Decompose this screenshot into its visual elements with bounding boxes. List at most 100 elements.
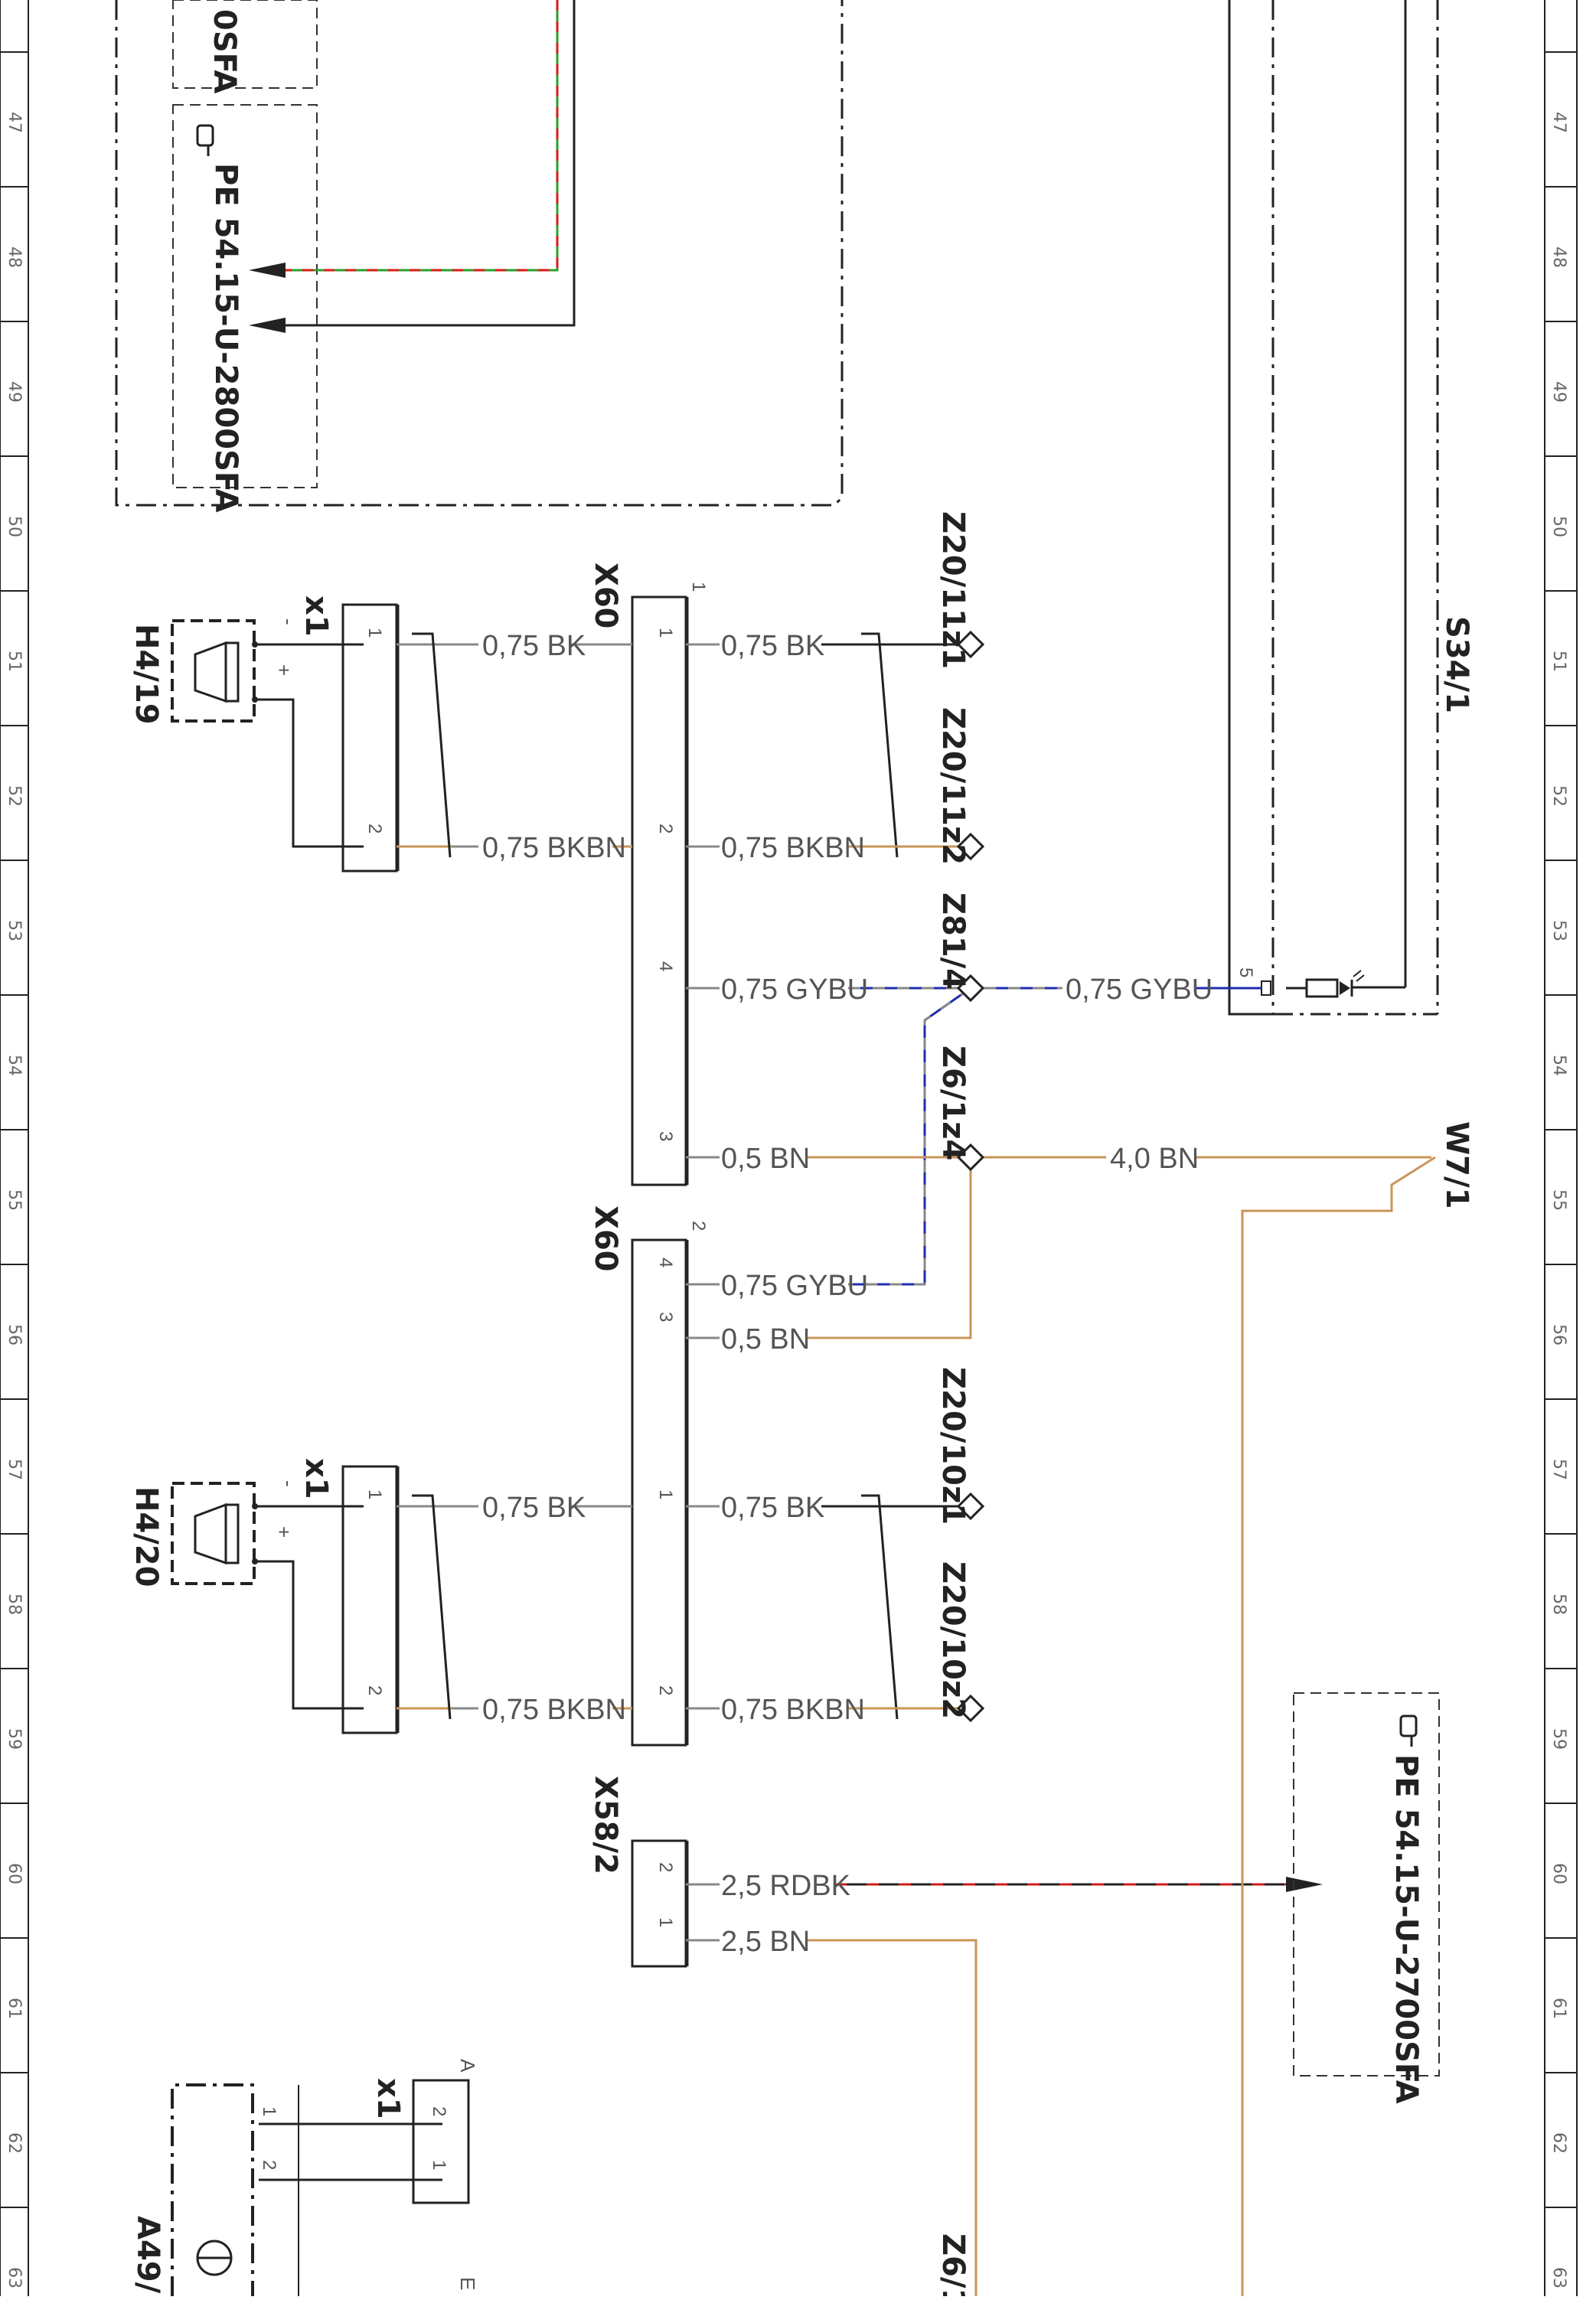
speaker-h4-19: H4/19 - + x1 1 2 bbox=[129, 595, 400, 873]
wire-label: 0,75 BKBN bbox=[721, 832, 865, 864]
wire-label: 0,75 GYBU bbox=[1066, 974, 1213, 1006]
speaker-icon bbox=[194, 1502, 240, 1565]
a49-pin1: 1 bbox=[259, 2106, 279, 2116]
wire-label: 0,75 GYBU bbox=[721, 974, 868, 1006]
wire-label: 0,75 GYBU bbox=[721, 1270, 868, 1302]
x58-2-pin2: 2 bbox=[655, 1862, 676, 1872]
ruler-label-left: 62 bbox=[5, 2132, 24, 2154]
h4-20-pin2: 2 bbox=[364, 1685, 385, 1695]
ruler-label-left: 52 bbox=[5, 785, 24, 807]
ruler-label-right: 57 bbox=[1549, 1459, 1568, 1480]
switch-s34-1: 5 S34/1 bbox=[1228, 0, 1474, 1016]
ruler-label-right: 54 bbox=[1549, 1055, 1568, 1076]
a49-mark-e: E bbox=[456, 2277, 479, 2290]
z20-11z1-label: Z20/11z1 bbox=[935, 511, 971, 669]
ref-right-text[interactable]: PE 54.15-U-2700SFA bbox=[1389, 1754, 1424, 2104]
x60-1-label: X60 bbox=[588, 563, 623, 629]
z20-10z1-label: Z20/10z1 bbox=[935, 1367, 971, 1525]
ruler-label-right: 49 bbox=[1549, 381, 1568, 403]
z6-1z4-label: Z6/1z4 bbox=[935, 1046, 971, 1160]
hand-pointer-icon bbox=[196, 124, 214, 156]
speaker-icon bbox=[194, 641, 240, 703]
x60-2-pin2: 2 bbox=[655, 1685, 676, 1695]
hand-pointer-icon bbox=[1399, 1714, 1418, 1747]
h4-19-minus: - bbox=[277, 618, 300, 625]
x60-2-pin3: 3 bbox=[655, 1312, 676, 1322]
reference-block-right: PE 54.15-U-2700SFA bbox=[1293, 1692, 1440, 2104]
splice-labels: Z20/11z1 Z20/11z2 Z81/4 Z6/1z4 Z20/10z1 … bbox=[935, 511, 1474, 2300]
h4-20-pin1: 1 bbox=[364, 1489, 385, 1499]
x60-1-pin3: 3 bbox=[655, 1131, 676, 1141]
ruler-label-left: 47 bbox=[5, 112, 24, 133]
splice-z20-10z1-icon bbox=[956, 1492, 985, 1521]
z20-10z2-label: Z20/10z2 bbox=[935, 1561, 971, 1719]
grid-rulers: 4748495051525354555657585960616263474849… bbox=[0, 51, 1577, 2289]
x58-2-pin1: 1 bbox=[655, 1917, 676, 1927]
x60-1-pin2: 2 bbox=[655, 824, 676, 834]
ruler-label-left: 51 bbox=[5, 651, 24, 672]
s34-pin-5: 5 bbox=[1235, 967, 1256, 977]
speaker-h4-20: H4/20 - + x1 1 2 bbox=[129, 1458, 400, 1734]
ref-left-text[interactable]: PE 54.15-U-2800SFA bbox=[208, 163, 243, 513]
x60-1-index: 1 bbox=[688, 582, 709, 592]
wire-label: 0,75 BKBN bbox=[721, 1694, 865, 1726]
h4-19-pin1: 1 bbox=[364, 628, 385, 638]
z6-bottom-label: Z6/1 bbox=[935, 2233, 971, 2296]
ruler-label-left: 59 bbox=[5, 1728, 24, 1750]
wires-splices bbox=[686, 632, 1436, 2296]
h4-20-minus: - bbox=[277, 1480, 300, 1487]
ruler-label-right: 60 bbox=[1549, 1863, 1568, 1884]
wire-label: 4,0 BN bbox=[1110, 1143, 1199, 1175]
h4-19-plus: + bbox=[273, 664, 295, 676]
wires-speaker-left bbox=[397, 632, 632, 1720]
ruler-label-left: 56 bbox=[5, 1324, 24, 1346]
wire-label: 2,5 BN bbox=[721, 1926, 810, 1958]
ruler-label-right: 61 bbox=[1549, 1998, 1568, 2019]
splice-z20-11z2-icon bbox=[956, 832, 985, 861]
ruler-label-right: 48 bbox=[1549, 246, 1568, 268]
x60-2-pin1: 1 bbox=[655, 1489, 676, 1499]
wire-label: 0,75 BK bbox=[482, 1492, 586, 1524]
ruler-label-left: 49 bbox=[5, 381, 24, 403]
x60-1-pin1: 1 bbox=[655, 628, 676, 638]
h4-20-plus: + bbox=[273, 1526, 295, 1538]
wire-label: 0,75 BKBN bbox=[482, 1694, 626, 1726]
splice-z6-1z4-icon bbox=[956, 1143, 985, 1172]
ruler-label-left: 57 bbox=[5, 1459, 24, 1480]
a49-x1-label: x1 bbox=[370, 2078, 406, 2119]
wire-label: 0,75 BKBN bbox=[482, 832, 626, 864]
connector-x60-1: X60 1 1 2 4 3 bbox=[588, 563, 709, 1186]
ruler-label-right: 51 bbox=[1549, 651, 1568, 672]
wire-labels: 0,75 BK 0,75 BKBN 0,75 BK 0,75 BKBN 0,75… bbox=[482, 630, 1213, 1958]
ruler-label-right: 62 bbox=[1549, 2132, 1568, 2154]
wire-label: 2,5 RDBK bbox=[721, 1870, 850, 1902]
ruler-label-left: 60 bbox=[5, 1863, 24, 1884]
wire-label: 0,75 BK bbox=[482, 630, 586, 662]
a49-x1-pin1: 1 bbox=[429, 2160, 449, 2170]
ruler-label-left: 48 bbox=[5, 246, 24, 268]
w7-1-label: W7/1 bbox=[1439, 1121, 1474, 1209]
ruler-label-left: 50 bbox=[5, 516, 24, 537]
ruler-label-right: 63 bbox=[1549, 2267, 1568, 2289]
ruler-label-right: 55 bbox=[1549, 1189, 1568, 1211]
z20-11z2-label: Z20/11z2 bbox=[935, 707, 971, 865]
h4-20-x1: x1 bbox=[299, 1458, 334, 1499]
component-a49-1: A49/1 1 2 x1 A E 2 1 bbox=[130, 2059, 479, 2300]
ruler-label-right: 50 bbox=[1549, 516, 1568, 537]
sensor-icon bbox=[196, 2240, 233, 2276]
x60-1-pin4: 4 bbox=[655, 961, 676, 971]
ruler-label-right: 52 bbox=[1549, 785, 1568, 807]
connector-x60-2: X60 2 4 3 1 2 bbox=[588, 1205, 709, 1747]
x60-2-index: 2 bbox=[688, 1221, 709, 1231]
x60-2-label: X60 bbox=[588, 1205, 623, 1272]
h4-20-label: H4/20 bbox=[129, 1486, 164, 1587]
ruler-label-left: 54 bbox=[5, 1055, 24, 1076]
ruler-label-left: 63 bbox=[5, 2267, 24, 2289]
connector-x58-2: X58/2 2 1 bbox=[588, 1776, 689, 1968]
ruler-label-right: 56 bbox=[1549, 1324, 1568, 1346]
ruler-label-right: 47 bbox=[1549, 112, 1568, 133]
ruler-label-right: 59 bbox=[1549, 1728, 1568, 1750]
wire-label: 0,5 BN bbox=[721, 1323, 810, 1356]
